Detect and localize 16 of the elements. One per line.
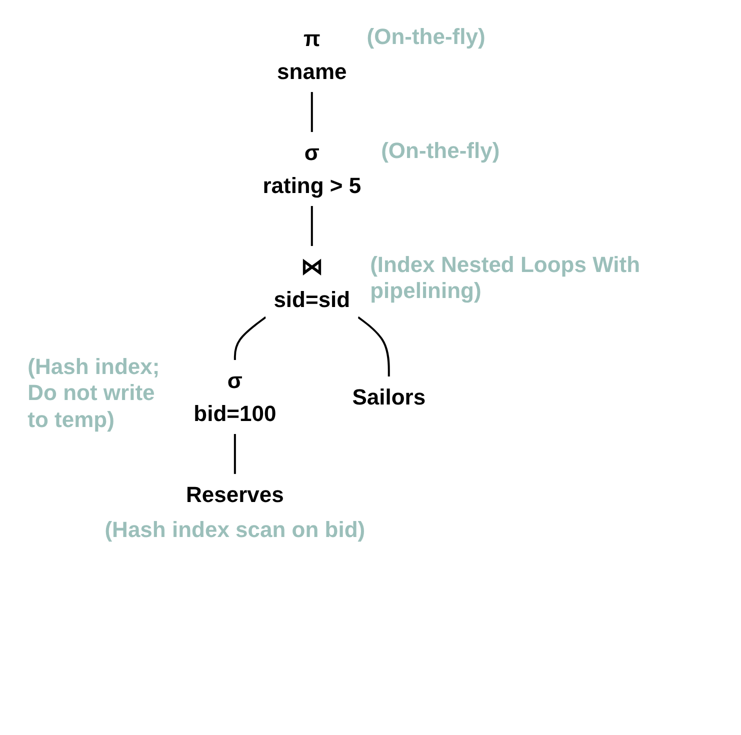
connector [310, 206, 313, 246]
node-text: Sailors [352, 384, 426, 410]
annotation-text: (Index Nested Loops With pipelining) [370, 252, 642, 305]
node-text: π sname [277, 26, 347, 84]
node-text: ⋈ sid=sid [274, 254, 350, 312]
connector [234, 316, 266, 360]
annotation-text: (Hash index scan on bid) [104, 516, 366, 544]
annotation-text: (Hash index; Do not write to temp) [28, 354, 161, 434]
node-text: σ rating > 5 [262, 140, 362, 198]
connector [310, 92, 313, 132]
node-text: σ bid=100 [194, 368, 276, 426]
annotation-text: (On-the-fly) [381, 138, 500, 164]
connector [358, 316, 390, 376]
connector [234, 434, 236, 474]
annotation-text: (On-the-fly) [366, 24, 486, 50]
node-text: Reserves [186, 482, 284, 507]
